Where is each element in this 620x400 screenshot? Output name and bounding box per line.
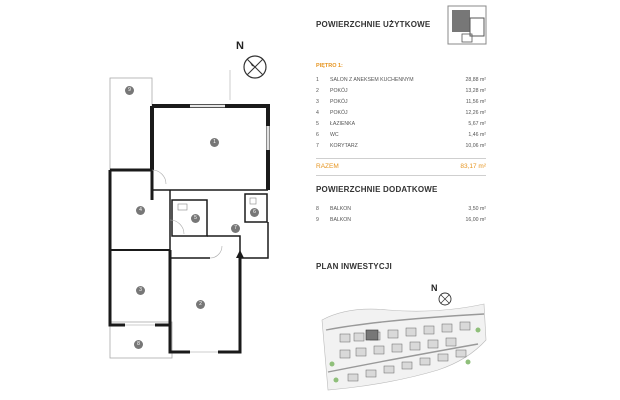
room-row-name: BALKON xyxy=(330,206,352,212)
room-row-num: 5 xyxy=(316,121,319,127)
room-row-name: POKÓJ xyxy=(330,88,348,94)
site-plan-map xyxy=(321,303,487,391)
room-row-num: 8 xyxy=(316,206,319,212)
room-row-4: 4 POKÓJ 12,26 m² xyxy=(316,110,486,119)
site-north-label: N xyxy=(431,283,438,293)
room-row-num: 1 xyxy=(316,77,319,83)
plan-badge-7: 7 xyxy=(231,224,240,233)
room-row-area: 28,88 m² xyxy=(465,77,486,83)
additional-row-8: 8 BALKON 3,50 m² xyxy=(316,206,486,215)
room-row-name: POKÓJ xyxy=(330,110,348,116)
floor-label: PIĘTRO 1: xyxy=(316,63,343,69)
room-row-6: 6 WC 1,46 m² xyxy=(316,132,486,141)
room-row-2: 2 POKÓJ 13,28 m² xyxy=(316,88,486,97)
room-row-num: 9 xyxy=(316,217,319,223)
room-row-name: KORYTARZ xyxy=(330,143,358,149)
total-divider xyxy=(316,158,486,159)
room-row-3: 3 POKÓJ 11,56 m² xyxy=(316,99,486,108)
additional-row-9: 9 BALKON 16,00 m² xyxy=(316,217,486,226)
room-row-area: 16,00 m² xyxy=(465,217,486,223)
room-row-name: SALON Z ANEKSEM KUCHENNYM xyxy=(330,77,414,83)
room-row-num: 3 xyxy=(316,99,319,105)
room-2-walls xyxy=(168,258,242,354)
plan-badge-1: 1 xyxy=(210,138,219,147)
room-6-walls xyxy=(244,193,268,223)
room-5-walls xyxy=(171,199,208,237)
total-divider-bottom xyxy=(316,175,486,176)
room-row-5: 5 ŁAZIENKA 5,67 m² xyxy=(316,121,486,130)
room-row-area: 10,06 m² xyxy=(465,143,486,149)
plan-compass-icon xyxy=(243,55,267,79)
plan-badge-9: 9 xyxy=(125,86,134,95)
total-label: RAZEM xyxy=(316,163,339,170)
room-row-area: 5,67 m² xyxy=(468,121,486,127)
total-area: 83,17 m² xyxy=(460,163,486,170)
room-row-area: 13,28 m² xyxy=(465,88,486,94)
building-key-plan-icon xyxy=(447,5,487,45)
room-row-name: ŁAZIENKA xyxy=(330,121,356,127)
room-row-num: 2 xyxy=(316,88,319,94)
room-row-name: WC xyxy=(330,132,339,138)
plan-badge-6: 6 xyxy=(250,208,259,217)
investment-plan-title: PLAN INWESTYCJI xyxy=(316,262,392,271)
room-row-num: 7 xyxy=(316,143,319,149)
plan-badge-8: 8 xyxy=(134,340,143,349)
plan-badge-5: 5 xyxy=(191,214,200,223)
site-compass-icon xyxy=(438,292,452,306)
plan-north-label: N xyxy=(236,40,244,52)
room-row-num: 6 xyxy=(316,132,319,138)
floor-plan-drawing xyxy=(108,70,270,359)
room-row-name: BALKON xyxy=(330,217,352,223)
room-row-area: 12,26 m² xyxy=(465,110,486,116)
room-row-name: POKÓJ xyxy=(330,99,348,105)
room-4-walls xyxy=(108,168,154,250)
room-row-area: 11,56 m² xyxy=(465,99,486,105)
usable-area-title: POWIERZCHNIE UŻYTKOWE xyxy=(316,20,431,29)
room-row-num: 4 xyxy=(316,110,319,116)
room-row-1: 1 SALON Z ANEKSEM KUCHENNYM 28,88 m² xyxy=(316,77,486,86)
room-row-area: 1,46 m² xyxy=(468,132,486,138)
additional-area-title: POWIERZCHNIE DODATKOWE xyxy=(316,185,438,194)
room-1-walls xyxy=(150,104,270,190)
plan-badge-3: 3 xyxy=(136,286,145,295)
plan-badge-4: 4 xyxy=(136,206,145,215)
balcony-8-outline xyxy=(109,321,173,359)
room-row-7: 7 KORYTARZ 10,06 m² xyxy=(316,143,486,152)
room-row-area: 3,50 m² xyxy=(468,206,486,212)
plan-badge-2: 2 xyxy=(196,300,205,309)
